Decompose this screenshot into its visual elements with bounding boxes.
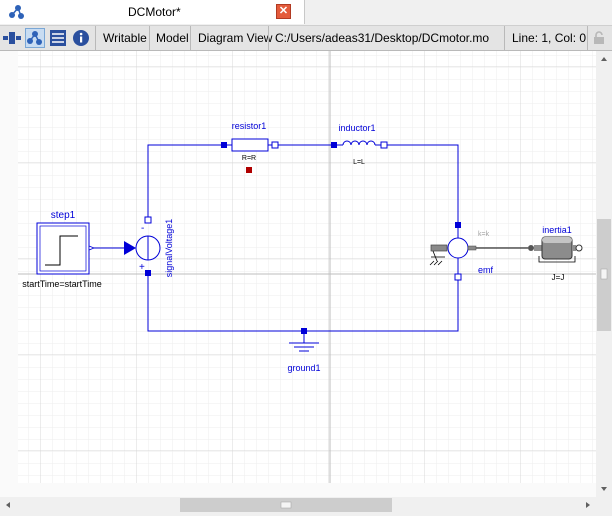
icon-view-button[interactable] (2, 28, 22, 48)
vertical-scrollbar[interactable] (596, 51, 612, 497)
model-toolbar: Writable Model Diagram View C:/Users/ade… (0, 25, 612, 51)
scroll-up-icon[interactable] (601, 57, 607, 61)
text-view-button[interactable] (48, 28, 68, 48)
step-name: step1 (51, 210, 76, 221)
resistor-name: resistor1 (232, 121, 267, 131)
info-icon (73, 30, 89, 46)
inertia-name: inertia1 (542, 225, 572, 235)
scroll-down-icon[interactable] (601, 487, 607, 491)
text-view-icon (50, 30, 66, 46)
inertia-parameter: J=J (552, 273, 565, 282)
inductor-parameter: L=L (353, 159, 365, 166)
diagram-canvas[interactable]: step1 startTime=startTime - + signalVolt… (0, 51, 596, 497)
documentation-view-button[interactable] (71, 28, 91, 48)
inductor-component[interactable]: inductor1 L=L (331, 123, 388, 166)
document-tab[interactable]: DCMotor* ✕ (0, 0, 305, 24)
wire-voltage-resistor[interactable] (147, 144, 224, 220)
scroll-right-icon[interactable] (586, 502, 590, 508)
heat-port[interactable] (246, 167, 252, 173)
view-type-label: Diagram View (198, 31, 273, 45)
toolbar-separator (504, 26, 505, 50)
horizontal-scrollbar-graphic (6, 498, 590, 512)
inductor-name: inductor1 (338, 123, 375, 133)
diagram-view-button[interactable] (25, 28, 45, 48)
emf-negative-pin[interactable] (454, 273, 462, 281)
voltage-negative-pin[interactable] (144, 216, 152, 224)
resistor-parameter: R=R (242, 155, 256, 162)
ground-component[interactable]: ground1 (287, 328, 321, 373)
toolbar-separator (190, 26, 191, 50)
signal-voltage-name: signalVoltage1 (164, 219, 174, 278)
resistor-component[interactable]: resistor1 R=R (221, 121, 279, 173)
emf-name: emf (478, 265, 494, 275)
toolbar-separator (95, 26, 96, 50)
model-type-label: Model (156, 31, 189, 45)
horizontal-scrollbar[interactable] (0, 497, 596, 513)
step-component[interactable]: step1 startTime=startTime (22, 210, 102, 289)
step-parameter: startTime=startTime (22, 279, 102, 289)
writable-label: Writable (103, 31, 147, 45)
inertia-component[interactable]: inertia1 J=J (528, 225, 583, 282)
emf-positive-pin[interactable] (455, 222, 461, 228)
signal-voltage-component[interactable]: - + signalVoltage1 (124, 216, 174, 278)
emf-component[interactable]: k=k emf (429, 222, 494, 281)
major-grid (18, 51, 596, 483)
diagram-svg[interactable]: step1 startTime=startTime - + signalVolt… (0, 51, 596, 497)
ground-name: ground1 (287, 363, 320, 373)
icon-view-icon (3, 32, 21, 44)
tab-title: DCMotor* (128, 5, 181, 19)
voltage-positive-pin[interactable] (145, 270, 151, 276)
close-icon[interactable]: ✕ (276, 4, 291, 19)
lock-icon[interactable] (593, 31, 605, 45)
scroll-left-icon[interactable] (6, 502, 10, 508)
emf-parameter: k=k (478, 231, 490, 238)
title-bar: DCMotor* ✕ (0, 0, 612, 24)
diagram-view-icon (27, 31, 42, 45)
cursor-position-label: Line: 1, Col: 0 (512, 31, 587, 45)
scrollbar-corner (596, 497, 612, 513)
model-icon (9, 5, 24, 19)
toolbar-separator (268, 26, 269, 50)
toolbar-separator (149, 26, 150, 50)
vertical-scrollbar-graphic (597, 57, 611, 491)
toolbar-separator (587, 26, 588, 50)
wire-inductor-emf[interactable] (384, 144, 459, 225)
voltage-plus-sign: + (139, 262, 145, 273)
ground-pin[interactable] (301, 328, 307, 334)
voltage-minus-sign: - (141, 223, 144, 234)
file-path-label: C:/Users/adeas31/Desktop/DCmotor.mo (275, 31, 490, 45)
